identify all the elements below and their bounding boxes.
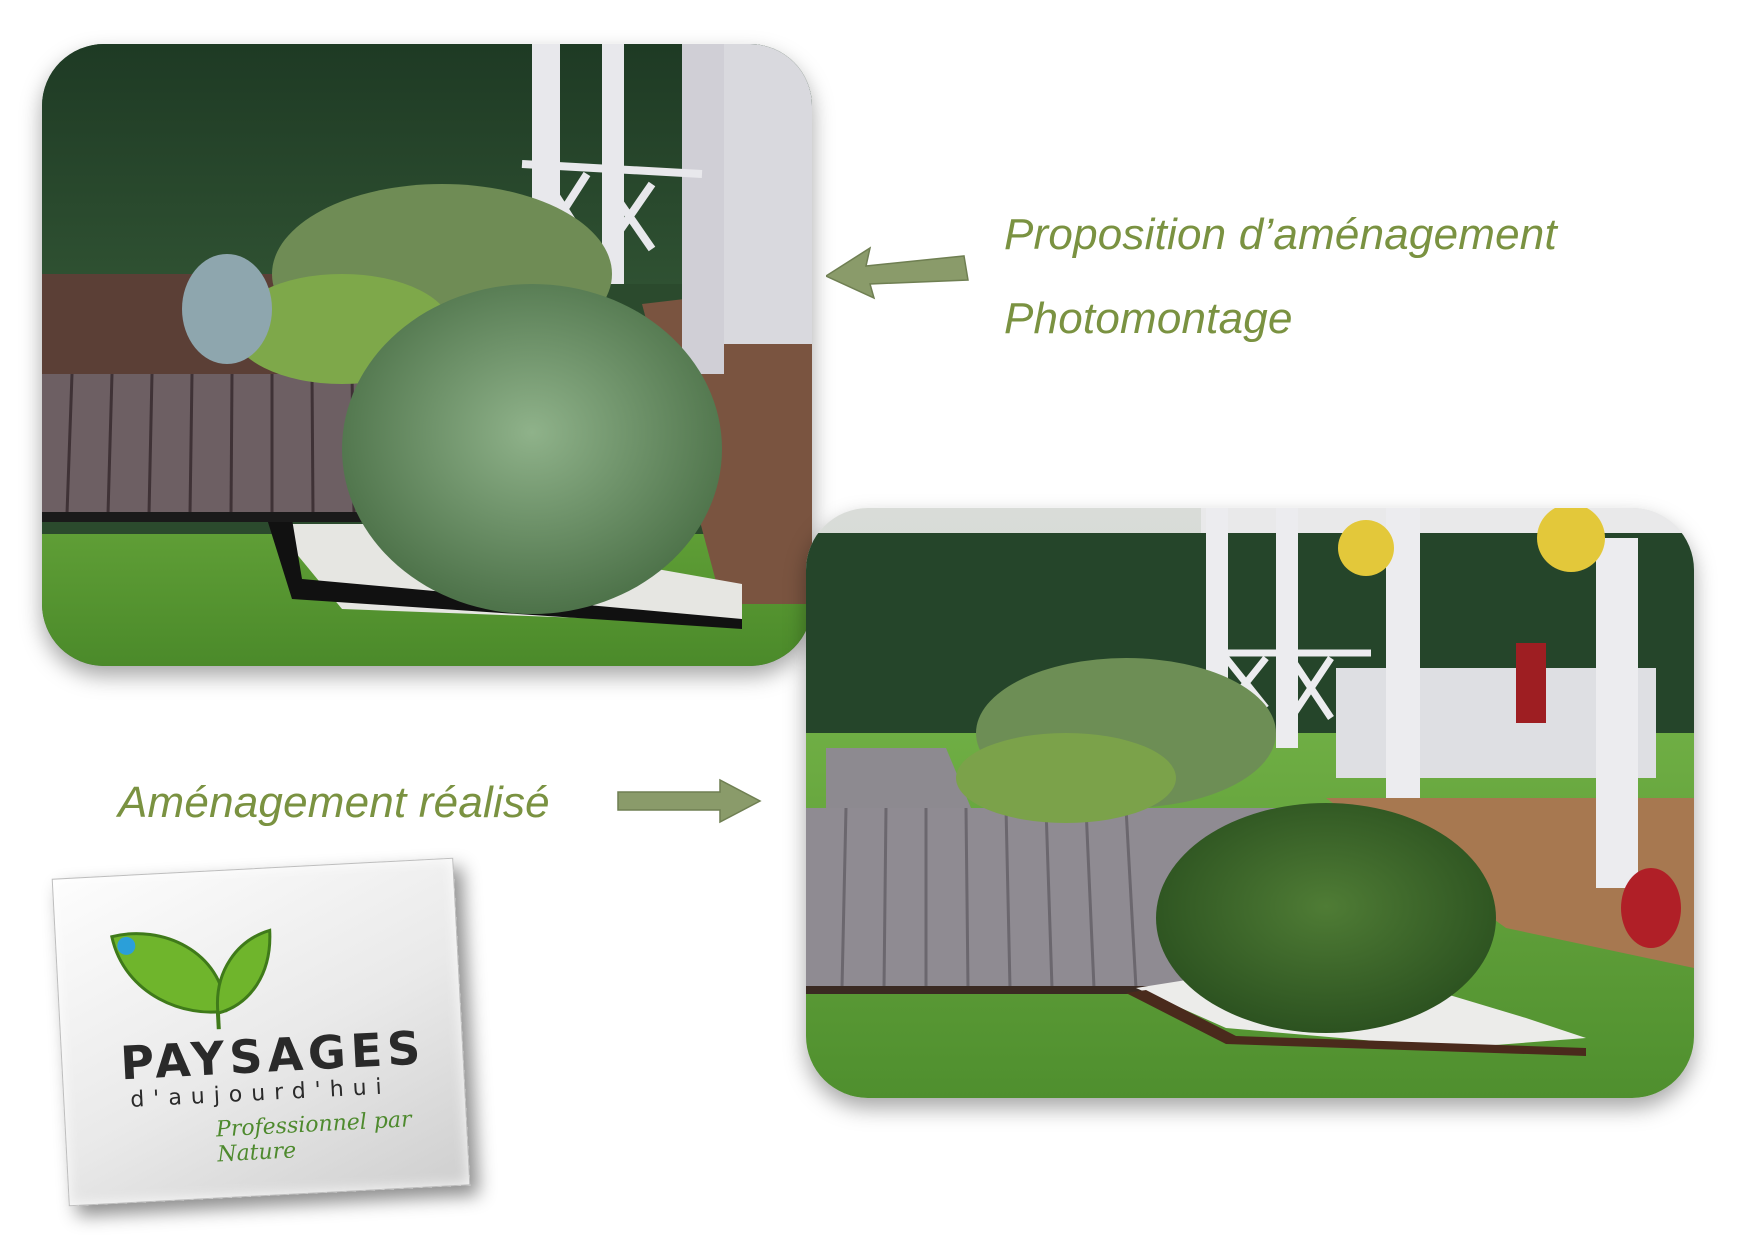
logo-card: PAYSAGES d'aujourd'hui Professionnel par… xyxy=(51,857,471,1207)
arrow-left-icon xyxy=(826,246,969,300)
logo-tagline: Professionnel par Nature xyxy=(215,1107,413,1168)
leaves-icon xyxy=(110,928,272,1030)
realisation-photo xyxy=(806,508,1694,1098)
caption-proposition: Proposition d’aménagement xyxy=(1004,210,1557,259)
photomontage-photo xyxy=(42,44,812,666)
caption-photomontage: Photomontage xyxy=(1004,294,1293,343)
arrow-right-icon xyxy=(617,778,762,824)
caption-realise: Aménagement réalisé xyxy=(118,778,550,827)
